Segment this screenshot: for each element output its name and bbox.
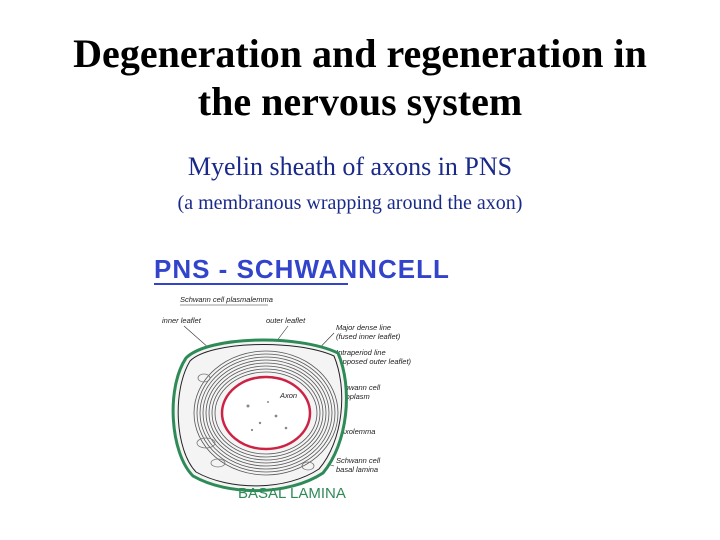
slide-subnote: (a membranous wrapping around the axon) <box>177 192 523 214</box>
diagram-heading-cell: CELL <box>378 254 450 284</box>
basal-lamina-caption: BASAL LAMINA <box>238 485 346 502</box>
schwann-cell-svg: PNS - SCHWANN CELL Schwann cell plasmale… <box>154 254 450 502</box>
label-intraperiod-line-note: (opposed outer leaflet) <box>336 357 412 366</box>
label-schwann-cytoplasm-2: cytoplasm <box>336 392 370 401</box>
label-axolemma: Axolemma <box>339 427 375 436</box>
label-schwann-plasmalemma: Schwann cell plasmalemma <box>180 295 273 304</box>
label-intraperiod-line: Intraperiod line <box>336 348 386 357</box>
label-basal-lamina-2: basal lamina <box>336 465 378 474</box>
label-schwann-cytoplasm: Schwann cell <box>336 383 381 392</box>
label-inner-leaflet: inner leaflet <box>162 316 202 325</box>
cytoplasm-organelles <box>196 373 315 471</box>
schwann-cell-diagram: PNS - SCHWANN CELL Schwann cell plasmale… <box>148 238 458 508</box>
axolemma-ring <box>220 375 312 451</box>
label-axon: Axon <box>279 391 297 400</box>
slide-title-line-1: Degeneration and regeneration in <box>73 31 647 76</box>
myelin-lamellae <box>193 350 339 476</box>
diagram-heading-pns: PNS - SCHWANN <box>154 254 378 284</box>
slide-subtitle: Myelin sheath of axons in PNS <box>187 152 513 181</box>
label-basal-lamina: Schwann cell <box>336 456 381 465</box>
label-major-dense-line: Major dense line <box>336 323 391 332</box>
label-major-dense-line-note: (fused inner leaflet) <box>336 332 401 341</box>
slide-title-line-2: the nervous system <box>197 79 523 124</box>
label-outer-leaflet: outer leaflet <box>266 316 306 325</box>
slide-title: Degeneration and regeneration in the ner… <box>0 30 720 126</box>
schwann-plasmalemma <box>177 344 343 487</box>
axon-organelles <box>246 401 288 432</box>
